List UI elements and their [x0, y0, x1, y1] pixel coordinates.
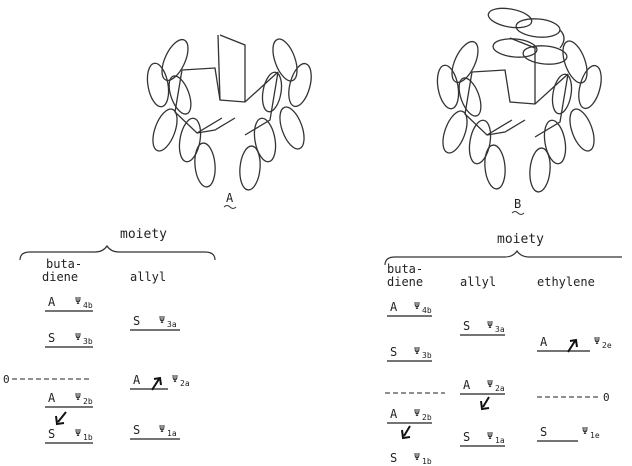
right-moiety-brace [384, 249, 622, 266]
right-col3-header: ethylene [537, 275, 595, 289]
level-psi: Ψ [594, 336, 600, 347]
left-electron-arrow-up [151, 376, 162, 391]
left-col2-header: allyl [130, 270, 166, 284]
right-level-psi2a: A Ψ 2a [460, 378, 505, 395]
level-symmetry: S [133, 314, 140, 328]
left-col1-header-line1: buta- [46, 257, 82, 271]
left-level-psi1a: S Ψ 1a [130, 423, 180, 440]
level-subscript: 3a [495, 325, 505, 334]
level-subscript: 2a [495, 384, 505, 393]
level-symmetry: S [48, 331, 55, 345]
level-psi: Ψ [487, 431, 493, 442]
level-subscript: 1b [83, 433, 93, 442]
level-subscript: 1b [422, 457, 432, 466]
right-electron-arrow-down [401, 425, 411, 440]
right-zero-label: 0 [603, 391, 610, 404]
left-electron-arrow-down [55, 411, 67, 426]
right-level-psi1a: S Ψ 1a [460, 430, 505, 447]
level-psi: Ψ [414, 452, 420, 463]
right-level-psi3a: S Ψ 3a [460, 319, 505, 336]
level-subscript: 1e [590, 431, 600, 440]
right-level-psi3b: S Ψ 3b [387, 345, 432, 362]
level-psi: Ψ [159, 424, 165, 435]
level-symmetry: S [390, 345, 397, 359]
left-moiety-brace [19, 244, 216, 261]
level-subscript: 4b [83, 301, 93, 310]
left-moiety-label: moiety [120, 227, 167, 242]
level-subscript: 3b [83, 337, 93, 346]
right-col1-header-line1: buta- [387, 262, 423, 276]
level-symmetry: S [133, 423, 140, 437]
level-psi: Ψ [582, 426, 588, 437]
level-symmetry: S [463, 430, 470, 444]
left-level-psi3a: S Ψ 3a [130, 314, 180, 331]
level-symmetry: S [463, 319, 470, 333]
level-symmetry: S [48, 427, 55, 441]
structure-b-label-tilde [511, 211, 525, 215]
level-psi: Ψ [414, 408, 420, 419]
level-psi: Ψ [414, 301, 420, 312]
right-electron-arrow-down-allyl [480, 396, 490, 411]
level-psi: Ψ [75, 296, 81, 307]
level-subscript: 2b [83, 397, 93, 406]
left-col1-header-line2: diene [42, 270, 78, 284]
level-symmetry: S [390, 451, 397, 465]
level-symmetry: A [48, 391, 56, 405]
level-subscript: 2e [602, 341, 612, 350]
level-symmetry: A [133, 373, 141, 387]
level-psi: Ψ [487, 379, 493, 390]
right-col2-header: allyl [460, 275, 496, 289]
level-symmetry: A [540, 335, 548, 349]
level-psi: Ψ [75, 392, 81, 403]
right-level-psi4b: A Ψ 4b [387, 300, 432, 317]
level-subscript: 1a [167, 429, 177, 438]
level-psi: Ψ [159, 315, 165, 326]
level-subscript: 2a [180, 379, 190, 388]
right-col1-header-line2: diene [387, 275, 423, 289]
right-level-psi2e: A Ψ 2e [537, 335, 612, 352]
structure-a-label: A [226, 191, 234, 205]
level-psi: Ψ [172, 374, 178, 385]
left-level-psi4b: A Ψ 4b [45, 295, 93, 312]
left-level-psi2a: A Ψ 2a [130, 373, 190, 390]
level-symmetry: S [540, 425, 547, 439]
level-subscript: 3b [422, 351, 432, 360]
right-level-psi1b: S Ψ 1b [390, 451, 432, 466]
left-level-psi2b: A Ψ 2b [45, 391, 93, 408]
structure-b-label: B [514, 197, 521, 211]
level-subscript: 3a [167, 320, 177, 329]
right-level-psi1e: S Ψ 1e [537, 425, 600, 442]
level-psi: Ψ [75, 332, 81, 343]
structure-a-drawing [146, 34, 312, 191]
left-level-psi1b: S Ψ 1b [45, 427, 93, 444]
level-psi: Ψ [75, 428, 81, 439]
structure-a-label-tilde [223, 205, 237, 209]
right-moiety-label: moiety [497, 232, 544, 247]
level-symmetry: A [390, 300, 398, 314]
right-electron-arrow-up-ethylene [567, 338, 578, 353]
level-subscript: 2b [422, 413, 432, 422]
level-symmetry: A [48, 295, 56, 309]
level-subscript: 1a [495, 436, 505, 445]
level-psi: Ψ [414, 346, 420, 357]
left-zero-label: 0 [3, 373, 10, 386]
level-symmetry: A [390, 407, 398, 421]
level-psi: Ψ [487, 320, 493, 331]
right-level-psi2b: A Ψ 2b [387, 407, 432, 424]
left-level-psi3b: S Ψ 3b [45, 331, 93, 348]
level-symmetry: A [463, 378, 471, 392]
structure-b-drawing [436, 7, 602, 193]
level-subscript: 4b [422, 306, 432, 315]
